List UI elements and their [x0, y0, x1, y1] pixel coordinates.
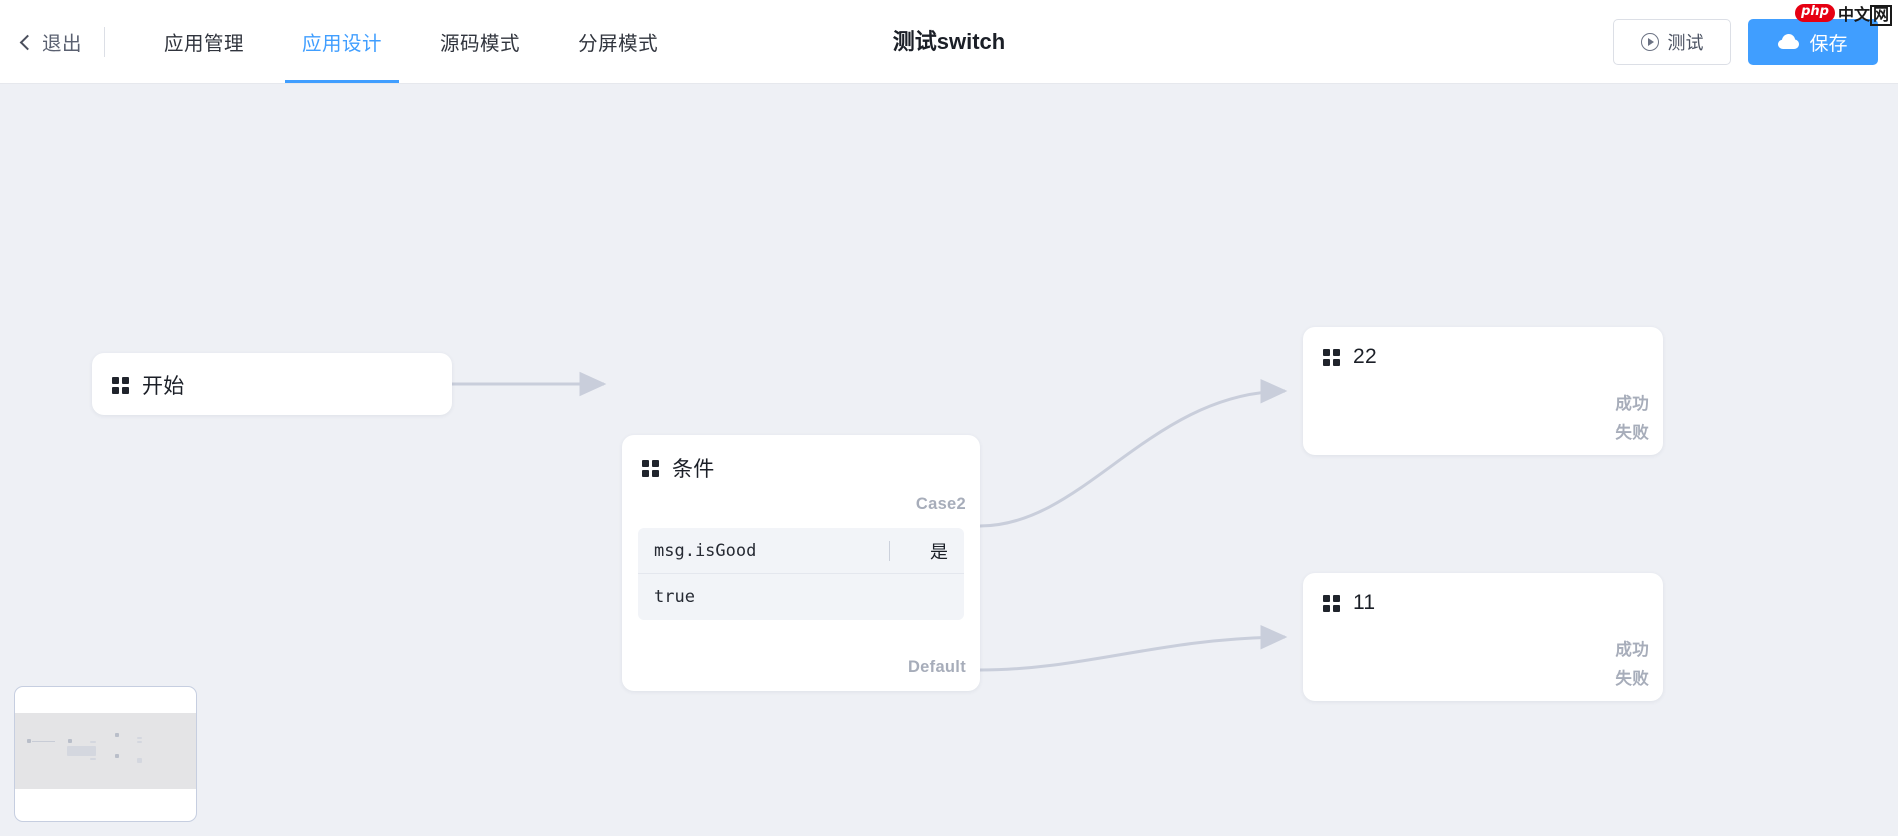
grid-four-dots-icon: [642, 459, 659, 477]
test-button-label: 测试: [1667, 33, 1704, 53]
node-22[interactable]: 22 成功 失败: [1303, 327, 1663, 455]
chevron-left-icon: [19, 34, 36, 50]
save-button-label: 保存: [1809, 33, 1848, 55]
grid-four-dots-icon: [1323, 348, 1340, 366]
grid-four-dots-icon: [112, 376, 129, 394]
tab-app-design[interactable]: 应用设计: [273, 0, 411, 83]
exit-button[interactable]: 退出: [19, 0, 104, 83]
port-success[interactable]: 成功: [1615, 395, 1649, 413]
node-start-header: 开始: [92, 353, 452, 400]
port-case2[interactable]: Case2: [915, 495, 966, 513]
app-header: 退出 应用管理 应用设计 源码模式 分屏模式 测试switch 测试 保存: [0, 0, 1898, 84]
minimap-node-start: [27, 739, 31, 743]
minimap-condition-fields: [67, 746, 96, 756]
minimap-port-22-success: [137, 737, 142, 739]
test-button[interactable]: 测试: [1613, 19, 1731, 65]
node-22-header: 22: [1303, 327, 1663, 369]
minimap-port-case2: [90, 741, 96, 743]
header-left-group: 退出 应用管理 应用设计 源码模式 分屏模式: [0, 0, 687, 83]
save-button[interactable]: 保存: [1748, 19, 1878, 65]
node-condition-title: 条件: [672, 458, 715, 481]
grid-four-dots-icon: [1323, 594, 1340, 612]
condition-key-text: msg.isGood: [654, 540, 757, 561]
minimap-port-22-failure: [137, 741, 142, 743]
canvas-minimap[interactable]: [14, 686, 197, 822]
port-failure[interactable]: 失败: [1615, 424, 1649, 442]
minimap-edge: [32, 741, 55, 742]
edge-case2-to-node22: [979, 378, 1288, 528]
play-circle-icon: [1640, 33, 1659, 51]
tab-app-management[interactable]: 应用管理: [164, 33, 245, 55]
node-11-ports: 成功 失败: [1615, 636, 1663, 689]
edge-default-to-node11: [979, 624, 1288, 672]
minimap-node-22: [115, 733, 119, 737]
node-22-title: 22: [1353, 345, 1377, 368]
node-11-header: 11: [1303, 573, 1663, 615]
minimap-port-default: [90, 758, 96, 760]
node-start[interactable]: 开始: [92, 353, 452, 415]
exit-button-label: 退出: [42, 33, 83, 55]
header-divider: [104, 26, 106, 57]
port-success[interactable]: 成功: [1615, 641, 1649, 659]
tab-source-mode[interactable]: 源码模式: [440, 33, 521, 55]
main-tabs: 应用管理 应用设计 源码模式 分屏模式: [135, 0, 687, 83]
minimap-port-11-group: [137, 758, 142, 763]
tab-split-mode[interactable]: 分屏模式: [578, 33, 659, 55]
port-failure[interactable]: 失败: [1615, 670, 1649, 688]
flow-canvas[interactable]: 开始 条件 Case2 msg.isGood 是 true Default 22: [0, 85, 1898, 836]
node-22-ports: 成功 失败: [1615, 390, 1663, 443]
condition-separator: [889, 540, 890, 561]
node-condition-header: 条件: [622, 435, 980, 483]
node-11[interactable]: 11 成功 失败: [1303, 573, 1663, 701]
condition-field-group: msg.isGood 是 true: [638, 528, 964, 620]
minimap-viewport[interactable]: [15, 713, 196, 789]
header-actions: 测试 保存: [1613, 0, 1878, 84]
condition-operator-text: 是: [930, 541, 948, 562]
condition-row-key[interactable]: msg.isGood 是: [638, 528, 964, 574]
cloud-upload-icon: [1778, 34, 1800, 49]
node-condition[interactable]: 条件 Case2 msg.isGood 是 true Default: [622, 435, 980, 691]
condition-value-text: true: [654, 587, 695, 607]
minimap-node-11: [115, 754, 119, 758]
condition-row-value[interactable]: true: [638, 574, 964, 620]
port-default[interactable]: Default: [907, 658, 966, 676]
node-11-title: 11: [1353, 591, 1376, 614]
node-start-title: 开始: [142, 375, 185, 398]
minimap-node-condition: [68, 739, 72, 743]
